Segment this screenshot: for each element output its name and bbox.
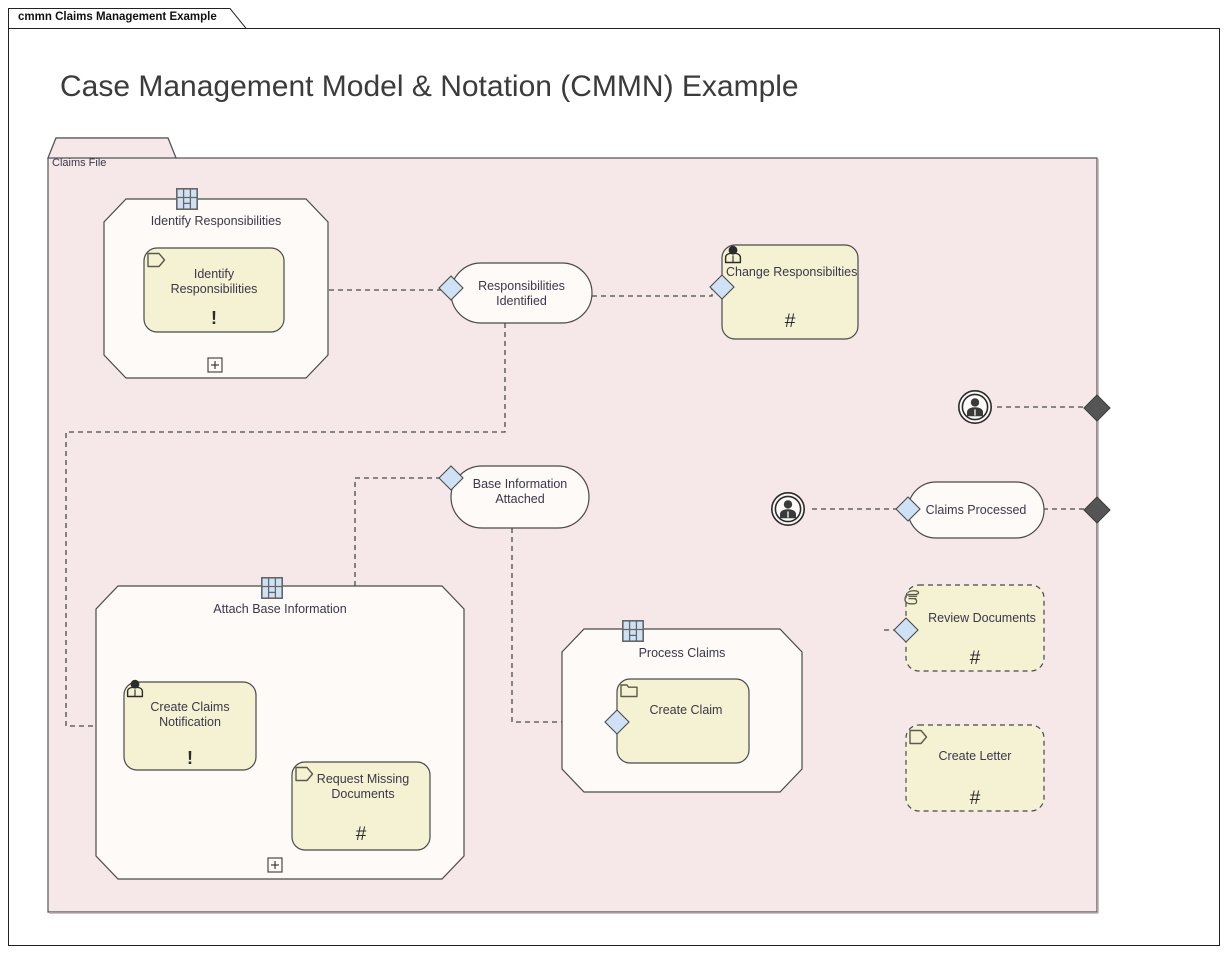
planning-table-icon[interactable] xyxy=(621,619,645,643)
user-event-listener-bottom[interactable] xyxy=(770,491,806,527)
user-event-listener-top[interactable] xyxy=(957,389,993,425)
task-create-claim[interactable] xyxy=(604,678,750,764)
entry-criterion-base-information-attached[interactable] xyxy=(438,465,464,491)
entry-criterion-change-responsibilities[interactable] xyxy=(709,274,735,300)
stage-label-process-claims: Process Claims xyxy=(638,646,726,660)
milestone-responsibilities-identified[interactable] xyxy=(438,262,593,324)
diagram-tab-label: cmmn Claims Management Example xyxy=(18,11,217,23)
task-change-responsibilities[interactable] xyxy=(709,244,859,340)
repetition-marker-change-responsibilities: # xyxy=(784,311,796,332)
stage-label-identify-responsibilities: Identify Responsibilities xyxy=(150,214,282,228)
entry-criterion-create-claim[interactable] xyxy=(604,709,630,735)
exit-criterion-top[interactable] xyxy=(1083,394,1111,422)
planning-table-icon[interactable] xyxy=(260,576,284,600)
task-create-letter[interactable] xyxy=(905,724,1045,812)
entry-criterion-review-documents[interactable] xyxy=(893,617,919,643)
milestone-claims-processed[interactable] xyxy=(895,481,1045,539)
repetition-marker-request-missing-documents: # xyxy=(355,824,367,845)
stage-identify-responsibilities[interactable] xyxy=(103,188,329,379)
stage-attach-base-information[interactable] xyxy=(95,576,465,880)
required-marker-create-claims-notification: ! xyxy=(187,748,193,768)
connector-milestone-to-change xyxy=(592,287,713,297)
entry-criterion-claims-processed[interactable] xyxy=(895,496,921,522)
milestone-base-information-attached[interactable] xyxy=(438,465,590,529)
required-marker-identify-responsibilities: ! xyxy=(211,308,217,328)
page-title: Case Management Model & Notation (CMMN) … xyxy=(60,70,799,103)
task-identify-responsibilities[interactable] xyxy=(143,247,285,333)
repetition-marker-review-documents: # xyxy=(969,648,981,669)
task-create-claims-notification[interactable] xyxy=(123,679,257,771)
repetition-marker-create-letter: # xyxy=(969,788,981,809)
stage-label-attach-base-information: Attach Base Information xyxy=(213,602,347,616)
planning-table-icon[interactable] xyxy=(176,188,198,210)
task-request-missing-documents[interactable] xyxy=(291,761,431,851)
exit-criterion-bottom[interactable] xyxy=(1083,496,1111,524)
case-plan-model-label: Claims File xyxy=(52,157,107,169)
stage-process-claims[interactable] xyxy=(561,619,803,793)
diagram-tab[interactable]: cmmn Claims Management Example xyxy=(8,8,248,30)
connector-milestone-to-create-claims-notification xyxy=(65,323,506,727)
entry-criterion-responsibilities-identified[interactable] xyxy=(438,275,464,301)
task-review-documents[interactable] xyxy=(893,584,1045,672)
